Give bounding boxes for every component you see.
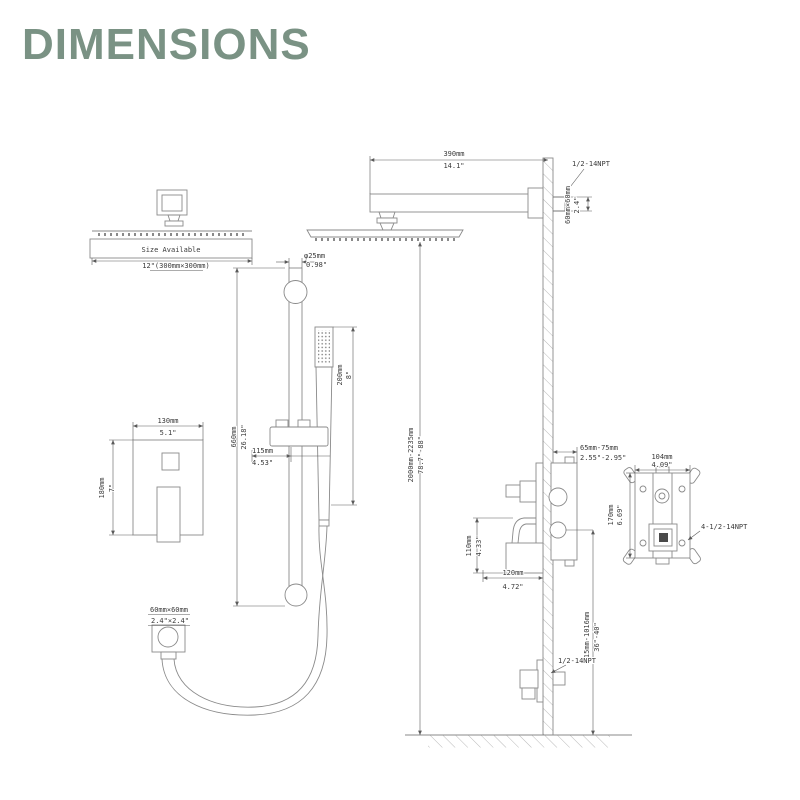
supply-height-dimension: 915mm-1016mm 36"-40": [566, 529, 602, 735]
valve-height-inch: 4.33": [475, 535, 483, 556]
holder-inch: 4.53": [252, 459, 273, 467]
elbow-size-label: 60mm×60mm 2.4"×2.4": [148, 605, 190, 626]
valve-height-dimension: 110mm 4.33": [464, 517, 513, 574]
roughin-height-mm: 170mm: [607, 504, 615, 525]
bar-dia-inch: 0.98": [306, 261, 327, 269]
holder-offset-dimension: 115mm 4.53": [251, 446, 330, 468]
valve-width-dimension: 120mm 4.72": [482, 568, 543, 592]
hand-shower: [314, 326, 334, 527]
bar-length-dimension: 660mm 26.18": [229, 267, 285, 607]
mixer-height-inch: 7": [108, 484, 116, 492]
size-available-label: Size Available: [141, 246, 200, 254]
height-dimension: 2000mm-2235mm 78.7"-88": [406, 242, 426, 735]
roughin-width-mm: 104mm: [651, 453, 672, 461]
arm-length-mm: 390mm: [443, 150, 464, 158]
supply-elbow: [519, 659, 566, 703]
arm-npt-text: 1/2-14NPT: [572, 160, 611, 168]
bar-length-mm: 660mm: [230, 426, 238, 447]
handshower-inch: 8": [345, 371, 353, 379]
arm-npt-label: 1/2-14NPT: [566, 159, 612, 192]
valve-depth-dimension: 65mm-75mm 2.55"-2.95": [553, 443, 627, 463]
head-size-value: 12"(300mm×300mm): [142, 262, 209, 270]
valve-cross-section: [505, 456, 578, 574]
flange-mm: 60mm×60mm: [564, 186, 572, 224]
roughin-npt-text: 4-1/2-14NPT: [701, 523, 748, 531]
supply-height-mm: 915mm-1016mm: [583, 612, 591, 663]
roughin-height-inch: 6.69": [616, 504, 624, 525]
handshower-mm: 200mm: [336, 364, 344, 385]
roughin-width-dimension: 104mm 4.09": [634, 452, 691, 473]
shower-head-left: Size Available: [89, 189, 253, 259]
wall-elbow-left: [151, 624, 186, 660]
roughin-npt-label: 4-1/2-14NPT: [687, 522, 749, 541]
elbow-mm: 60mm×60mm: [150, 606, 188, 614]
supply-npt-text: 1/2-14NPT: [558, 657, 597, 665]
shower-arm: [369, 187, 566, 231]
handshower-length-dimension: 200mm 8": [331, 326, 357, 506]
holder-mm: 115mm: [252, 447, 273, 455]
height-mm: 2000mm-2235mm: [407, 428, 415, 483]
rain-shower-head-right: [306, 229, 464, 241]
floor-line: [405, 734, 632, 748]
rough-in-valve: [622, 466, 701, 565]
page-title: DIMENSIONS: [22, 20, 311, 69]
valve-depth-inch: 2.55"-2.95": [580, 454, 626, 462]
bar-length-inch: 26.18": [240, 424, 248, 449]
roughin-width-inch: 4.09": [651, 461, 672, 469]
supply-height-inch: 36"-40": [593, 622, 601, 652]
head-size-dimension: 12"(300mm×300mm): [91, 258, 253, 271]
height-inch: 78.7"-88": [417, 436, 425, 474]
arm-flange-dimension: 60mm×60mm 2.4": [553, 185, 592, 225]
mixer-width-inch: 5.1": [160, 429, 177, 437]
mixer-width-dimension: 130mm 5.1": [132, 416, 204, 440]
mixer-width-mm: 130mm: [157, 417, 178, 425]
roughin-height-dimension: 170mm 6.69": [606, 472, 635, 559]
arm-length-inch: 14.1": [443, 162, 464, 170]
bar-diameter-dimension: φ25mm 0.98": [276, 251, 328, 270]
valve-width-inch: 4.72": [502, 583, 523, 591]
valve-depth-mm: 65mm-75mm: [580, 444, 618, 452]
elbow-inch: 2.4"×2.4": [151, 617, 189, 625]
slide-bar-holder: [269, 419, 329, 447]
valve-height-mm: 110mm: [465, 535, 473, 556]
wall-section: [542, 157, 554, 736]
shower-hose: [161, 525, 328, 716]
arm-length-dimension: 390mm 14.1": [369, 149, 548, 194]
mixer-height-dimension: 180mm 7": [97, 439, 133, 536]
supply-npt-label: 1/2-14NPT: [550, 656, 598, 674]
mixer-valve-trim: [132, 439, 204, 543]
bar-dia-mm: φ25mm: [304, 252, 325, 260]
valve-width-mm: 120mm: [502, 569, 523, 577]
flange-inch: 2.4": [573, 197, 581, 214]
mixer-height-mm: 180mm: [98, 477, 106, 498]
